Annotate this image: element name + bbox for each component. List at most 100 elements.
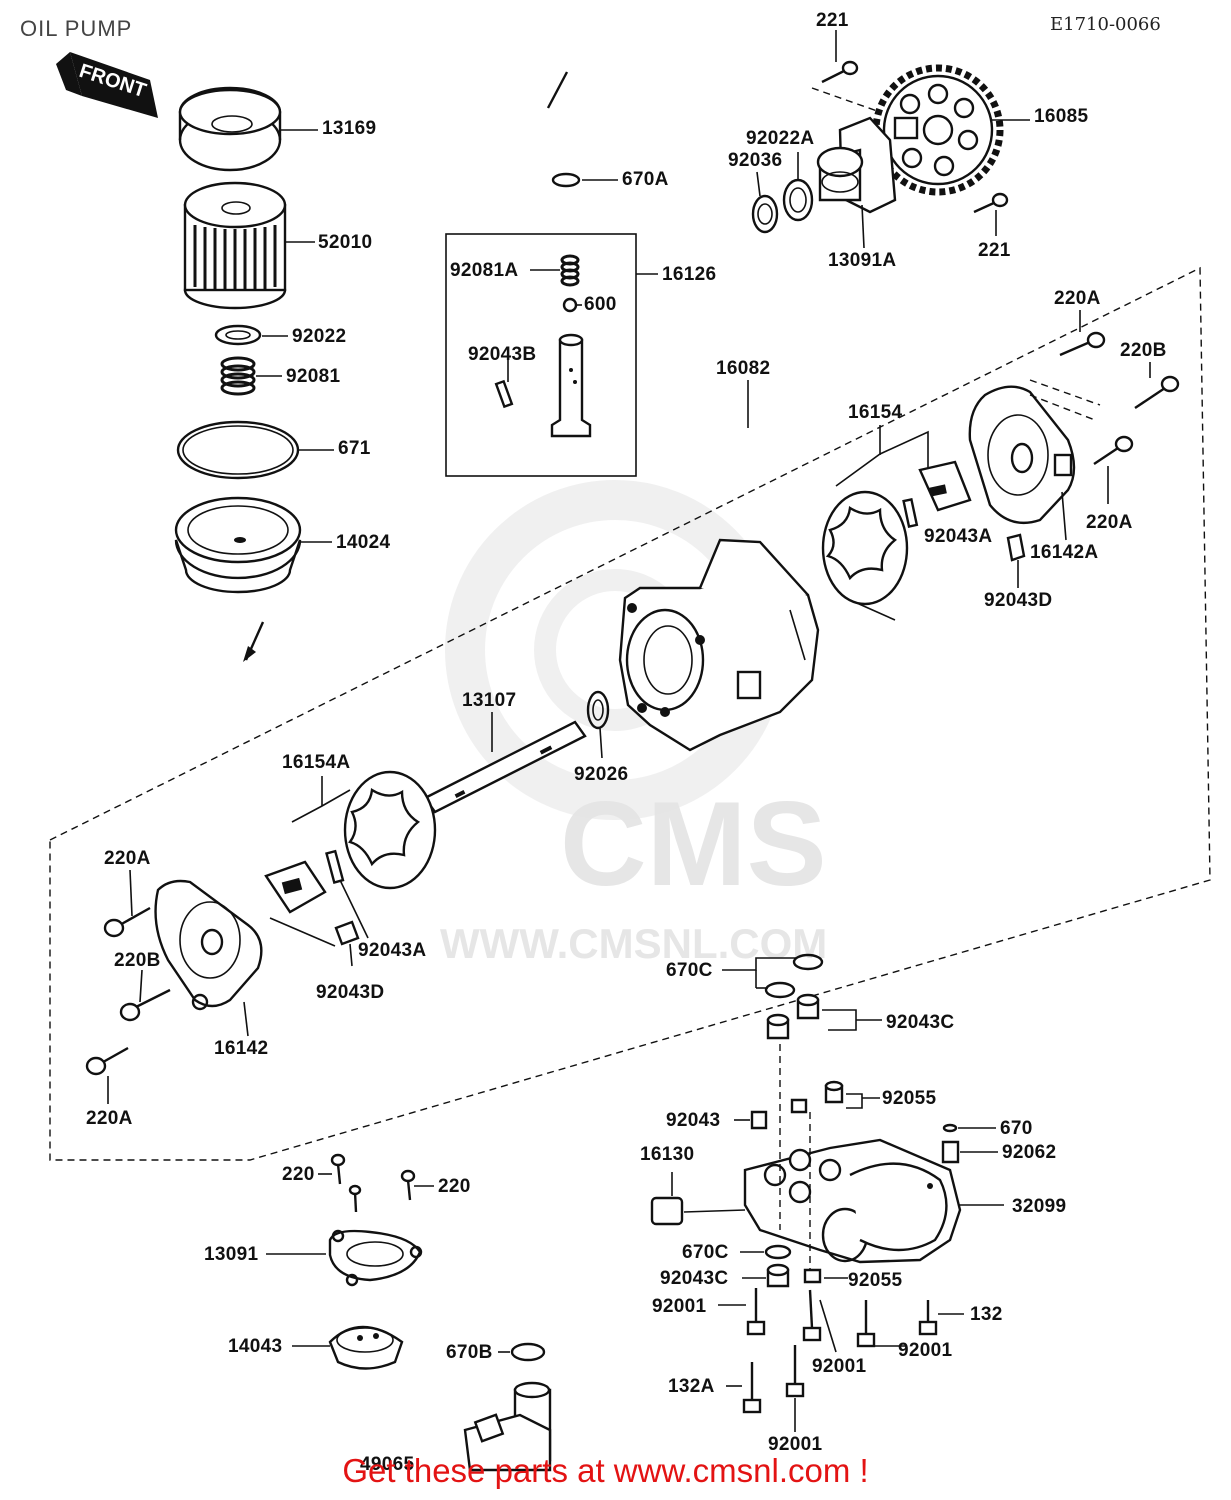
part-221-right — [973, 192, 1009, 214]
part-92001-b — [802, 1289, 822, 1342]
part-92036 — [751, 194, 779, 234]
diagram-code: E1710-0066 — [1050, 14, 1161, 35]
label-92001-b: 92001 — [812, 1356, 867, 1377]
label-32099: 32099 — [1012, 1196, 1067, 1217]
inner-rotor-left — [264, 860, 327, 914]
label-92043D-left: 92043D — [316, 982, 385, 1003]
label-92055-top: 92055 — [882, 1088, 937, 1109]
part-220A-left-top — [103, 906, 151, 938]
label-92043A-right: 92043A — [924, 526, 993, 547]
part-13091 — [328, 1229, 423, 1287]
label-92022A: 92022A — [746, 128, 815, 149]
label-16126: 16126 — [662, 264, 717, 285]
front-arrow-tag — [56, 52, 158, 118]
label-220A-left-top: 220A — [104, 848, 151, 869]
part-92081A — [560, 254, 580, 287]
label-92081: 92081 — [286, 366, 341, 387]
part-92043-plug — [750, 1110, 768, 1130]
label-670C-bottom: 670C — [682, 1242, 729, 1263]
label-220B-left: 220B — [114, 950, 161, 971]
label-220B-right: 220B — [1120, 340, 1167, 361]
label-220-a: 220 — [282, 1164, 315, 1185]
part-92043B — [494, 379, 514, 409]
part-92043A-left — [325, 849, 345, 884]
pump-housing — [618, 538, 820, 752]
part-670 — [942, 1123, 958, 1133]
part-220-b — [400, 1169, 416, 1201]
part-49065 — [463, 1381, 552, 1472]
part-32099 — [743, 1138, 962, 1264]
label-14024: 14024 — [336, 532, 391, 553]
part-220B-left — [119, 988, 171, 1022]
label-92055-bottom: 92055 — [848, 1270, 903, 1291]
part-92022 — [214, 324, 262, 346]
label-132: 132 — [970, 1304, 1003, 1325]
part-16142A — [968, 385, 1076, 525]
part-670B — [510, 1342, 546, 1362]
label-220A-right-bottom: 220A — [1086, 512, 1133, 533]
label-14043: 14043 — [228, 1336, 283, 1357]
part-92043D-right — [1006, 533, 1026, 562]
part-16142 — [154, 879, 263, 1011]
part-92055-bottom — [803, 1268, 822, 1284]
label-221-right: 221 — [978, 240, 1011, 261]
part-92001-a — [746, 1288, 766, 1336]
part-92043C-top — [766, 993, 820, 1040]
label-13091A: 13091A — [828, 250, 897, 271]
label-92043A-left: 92043A — [358, 940, 427, 961]
part-13169 — [178, 86, 282, 172]
label-92043C-bottom: 92043C — [660, 1268, 729, 1289]
inner-rotor-right — [918, 460, 972, 512]
label-92022: 92022 — [292, 326, 347, 347]
label-92043B: 92043B — [468, 344, 537, 365]
part-220A-left-bottom — [85, 1046, 129, 1076]
part-52010 — [183, 181, 287, 310]
part-220-a — [330, 1153, 346, 1185]
label-92001-d: 92001 — [768, 1434, 823, 1455]
part-92022A — [782, 178, 814, 222]
label-132A: 132A — [668, 1376, 715, 1397]
label-221-top: 221 — [816, 10, 849, 31]
label-92001-c: 92001 — [898, 1340, 953, 1361]
part-132 — [918, 1300, 938, 1336]
label-92036: 92036 — [728, 150, 783, 171]
label-670B: 670B — [446, 1342, 493, 1363]
part-220B-right — [1134, 375, 1180, 409]
label-13169: 13169 — [322, 118, 377, 139]
footer-cta[interactable]: Get these parts at www.cmsnl.com ! — [0, 1452, 1231, 1490]
part-92043D-left — [334, 920, 360, 946]
group-16126 — [445, 233, 637, 477]
part-670C-top — [792, 953, 824, 971]
label-92043D-right: 92043D — [984, 590, 1053, 611]
part-221-top — [821, 60, 859, 84]
part-16154 — [821, 490, 909, 606]
label-92001-a: 92001 — [652, 1296, 707, 1317]
label-52010: 52010 — [318, 232, 373, 253]
label-220-b: 220 — [438, 1176, 471, 1197]
part-92001-d — [785, 1345, 805, 1398]
footer-text[interactable]: Get these parts at www.cmsnl.com ! — [342, 1452, 869, 1489]
valve-body — [550, 333, 592, 438]
label-16142A: 16142A — [1030, 542, 1099, 563]
part-92026 — [586, 690, 610, 730]
label-92026: 92026 — [574, 764, 629, 785]
label-16154A: 16154A — [282, 752, 351, 773]
part-92062 — [941, 1140, 960, 1164]
label-92062: 92062 — [1002, 1142, 1057, 1163]
part-13091A — [816, 116, 897, 214]
part-600 — [562, 297, 578, 313]
part-14024 — [174, 496, 302, 594]
watermark-url: WWW.CMSNL.COM — [440, 920, 828, 967]
part-92043A-right — [902, 498, 919, 528]
part-16130 — [650, 1196, 684, 1226]
part-92081 — [220, 356, 256, 396]
label-92081A: 92081A — [450, 260, 519, 281]
assembly-16082-outline — [49, 266, 1211, 1161]
part-670A — [551, 172, 581, 188]
page-title: OIL PUMP — [20, 16, 133, 41]
label-49065: 49065 — [360, 1454, 415, 1475]
label-220A-left-bottom: 220A — [86, 1108, 133, 1129]
label-16082: 16082 — [716, 358, 771, 379]
part-132A — [742, 1362, 762, 1414]
